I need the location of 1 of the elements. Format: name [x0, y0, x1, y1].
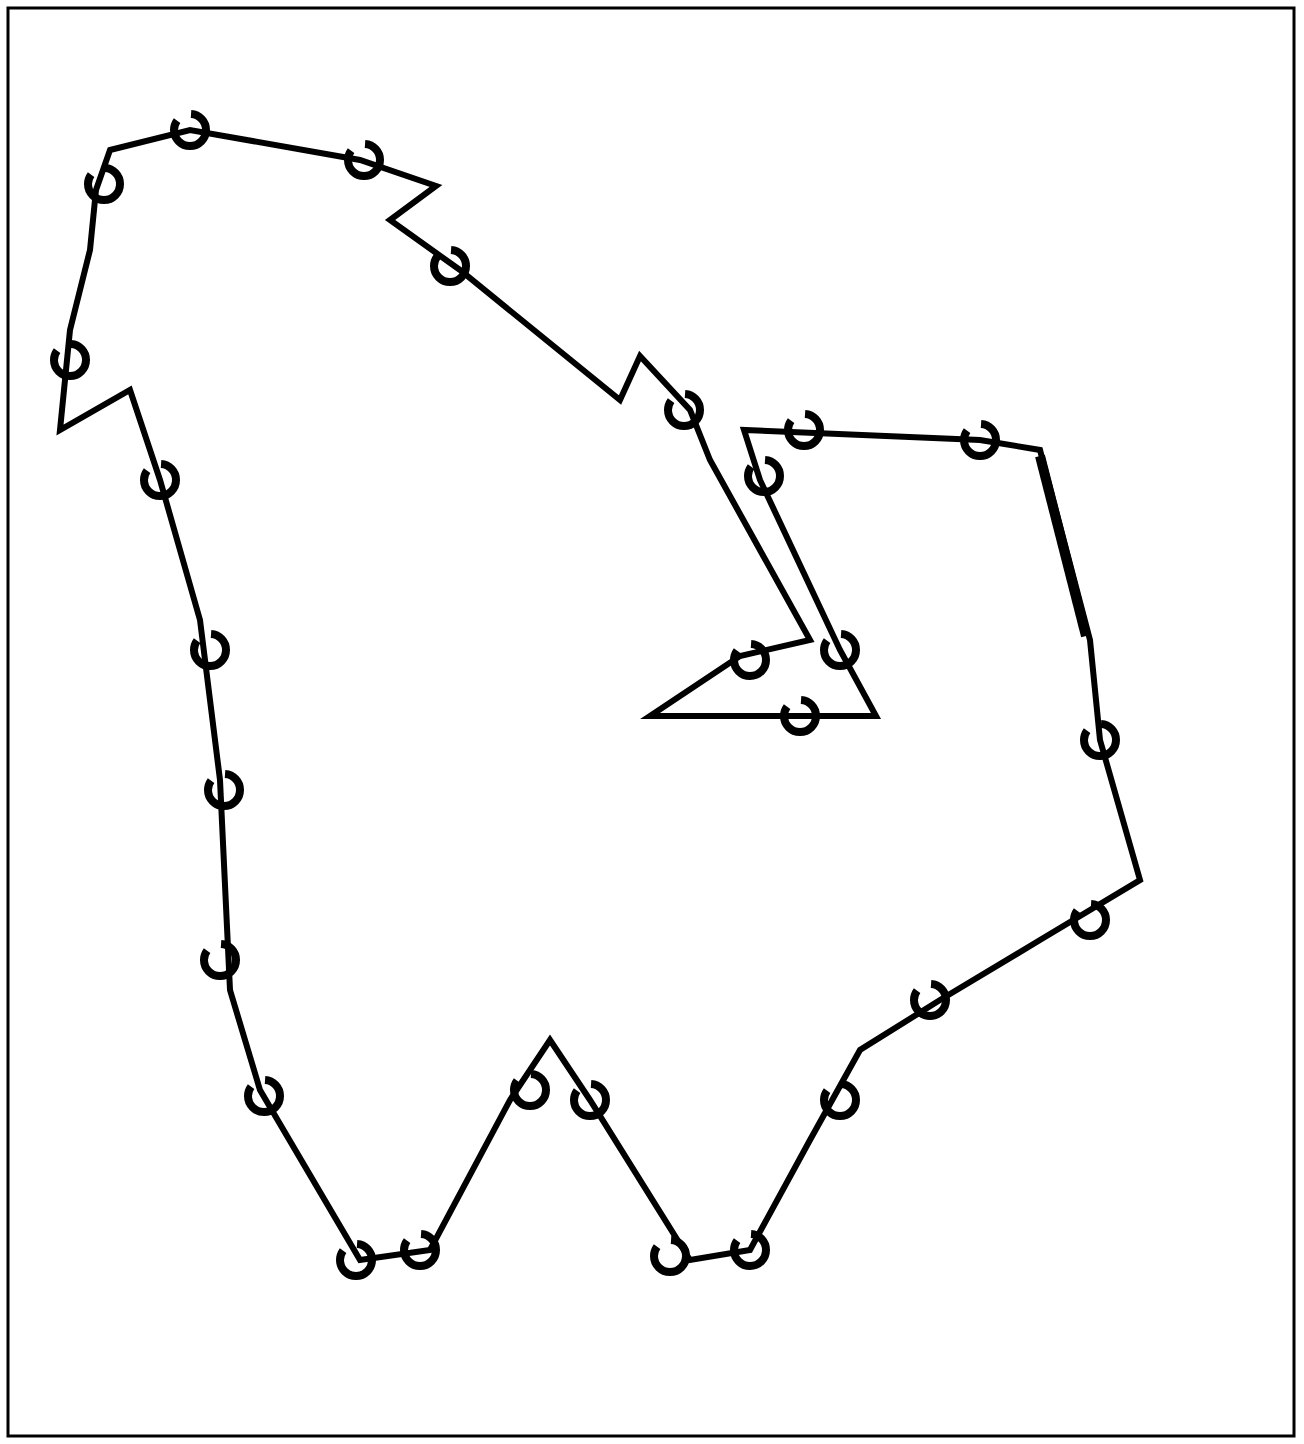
outline-drawing	[50, 110, 1144, 1280]
